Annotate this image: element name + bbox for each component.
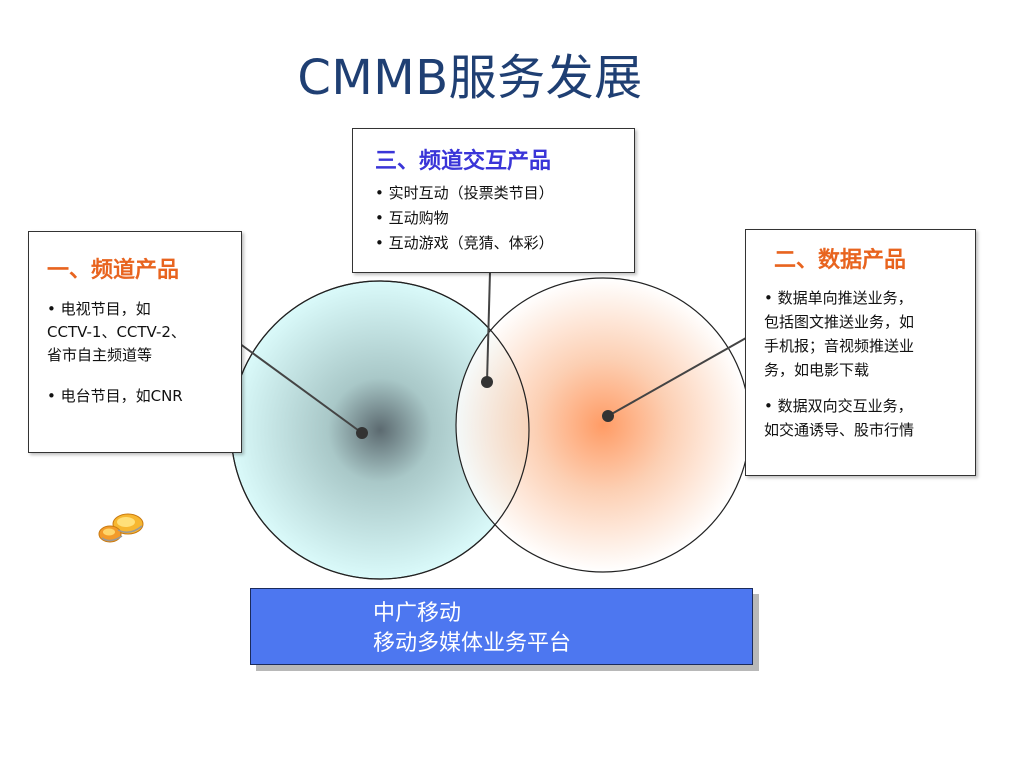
interactive-product-box: 三、频道交互产品 • 实时互动（投票类节目） • 互动购物 • 互动游戏（竞猜、… (352, 128, 635, 273)
data-product-title: 二、数据产品 (774, 247, 907, 273)
interactive-connector (486, 271, 491, 383)
platform-line-2: 移动多媒体业务平台 (373, 631, 572, 656)
interactive-dot (481, 376, 493, 388)
logo-icon (98, 513, 144, 543)
data-circle (455, 277, 751, 573)
channel-item-line: • 电台节目，如CNR (47, 387, 183, 405)
data-item-line: • 数据双向交互业务， (764, 397, 913, 415)
interactive-item: • 互动购物 (375, 209, 449, 227)
data-dot (602, 410, 614, 422)
data-item-line: 如交通诱导、股市行情 (764, 421, 915, 439)
data-connector (607, 337, 747, 417)
data-item-line: 包括图文推送业务，如 (764, 313, 915, 331)
channel-item-line: • 电视节目，如 (47, 300, 151, 318)
interactive-product-title: 三、频道交互产品 (375, 148, 552, 174)
channel-item-line: 省市自主频道等 (47, 346, 153, 364)
data-item-line: 手机报；音视频推送业 (764, 337, 915, 355)
channel-product-title: 一、频道产品 (47, 257, 180, 283)
channel-product-box: 一、频道产品 • 电视节目，如 CCTV-1、CCTV-2、 省市自主频道等 •… (28, 231, 242, 453)
data-product-box: 二、数据产品 • 数据单向推送业务， 包括图文推送业务，如 手机报；音视频推送业… (745, 229, 976, 476)
interactive-item: • 互动游戏（竞猜、体彩） (375, 234, 554, 252)
platform-line-1: 中广移动 (373, 601, 462, 626)
page-title: CMMB服务发展 (297, 50, 643, 106)
data-item-line: 务，如电影下载 (764, 361, 870, 379)
channel-item-line: CCTV-1、CCTV-2、 (47, 323, 186, 341)
platform-banner: 中广移动 移动多媒体业务平台 (250, 588, 753, 665)
channel-connector (231, 337, 363, 434)
channel-dot (356, 427, 368, 439)
interactive-item: • 实时互动（投票类节目） (375, 184, 554, 202)
data-item-line: • 数据单向推送业务， (764, 289, 913, 307)
